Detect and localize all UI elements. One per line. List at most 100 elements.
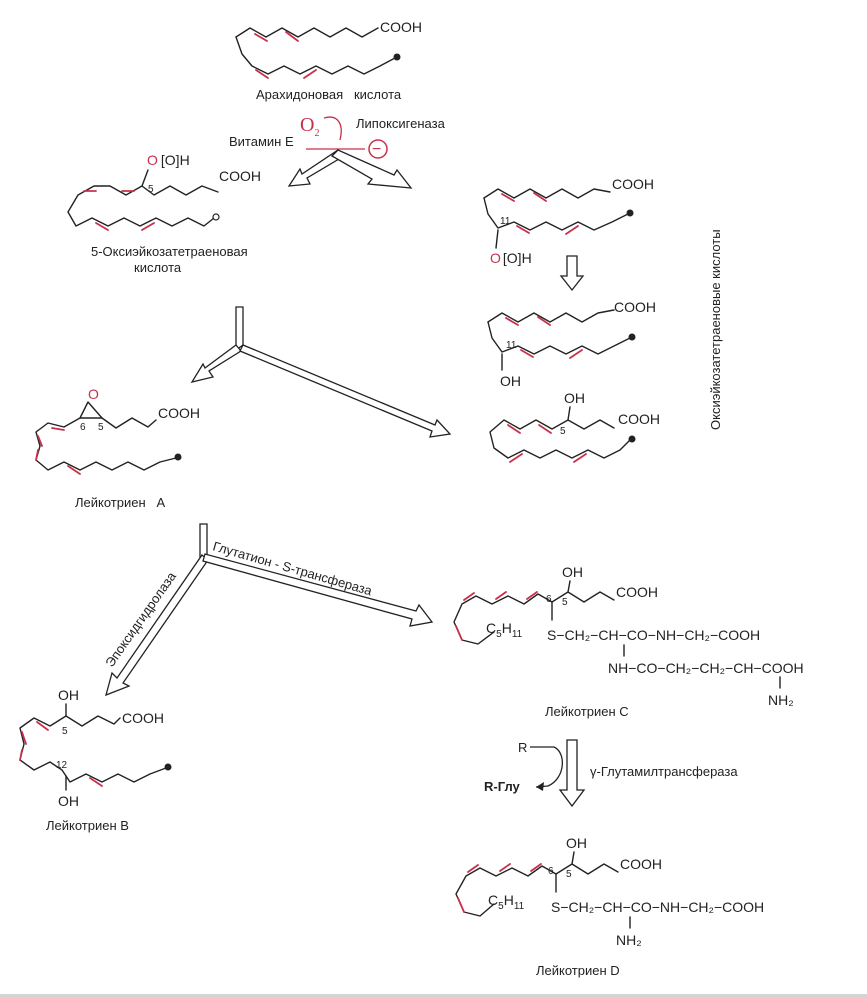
lta-cooh: COOH [158, 405, 200, 421]
r-arrowhead [536, 782, 544, 791]
ltb-oh-top: OH [58, 687, 79, 703]
11-hete: 11 OH COOH [487, 299, 656, 389]
double-bond [463, 592, 475, 601]
double-bond [255, 69, 269, 79]
lta-split-arrows: Эпоксидгидролаза Глутатион - S-трансфера… [102, 523, 434, 697]
lipoxygenase-label: Липоксигеназа [356, 116, 446, 131]
hpete11-o-label: O[O]H [490, 250, 532, 266]
lta-name: Лейкотриен A [75, 495, 165, 510]
arachidonic-cooh: COOH [380, 19, 422, 35]
hete5-chain [567, 419, 615, 430]
double-bond [21, 731, 27, 745]
split-arrow-right [330, 149, 413, 189]
hete5-locant: 5 [560, 426, 566, 437]
hpete11-top-chain [483, 188, 611, 199]
double-bond [499, 863, 511, 872]
5-hete: OH 5 COOH [489, 390, 660, 463]
double-bond [495, 591, 507, 600]
hete5-ring-chain [489, 419, 631, 459]
ltd-oh: OH [566, 835, 587, 851]
double-bond [455, 625, 463, 641]
arachidonic-top-chain [235, 27, 379, 38]
double-bond [533, 192, 547, 202]
leukotriene-d: OH 6 5 C5H11 S−CH₂−CH−CO−NH−CH₂−COOH NH₂… [455, 835, 764, 978]
double-bond [254, 33, 268, 42]
ltb-oh-bottom: OH [58, 793, 79, 809]
lta-epoxide-o: O [88, 386, 99, 402]
ltc-cooh: COOH [616, 584, 658, 600]
r-input-label: R [518, 740, 527, 755]
arachidonic-bottom-chain [235, 36, 396, 75]
double-bond [520, 349, 534, 358]
chain-end-dot [628, 435, 636, 443]
down-arrow [559, 255, 585, 292]
double-bond [19, 749, 23, 761]
chain-end-dot [393, 53, 401, 61]
ltc-locant-5: 5 [562, 597, 568, 608]
ltb-locant-12: 12 [56, 760, 68, 771]
chain-end-dot [212, 213, 220, 221]
ltd-chain-line2: NH₂ [616, 932, 642, 948]
leukotriene-c: OH 6 5 C5H11 S−CH₂−CH−CO−NH−CH₂−COOH NH−… [453, 564, 804, 719]
ltc-oh-bond [567, 580, 571, 593]
arrow-to-lta [190, 344, 242, 383]
hete11-bottom-chain [487, 321, 631, 355]
gamma-gt-label: γ-Глутамилтрансфераза [590, 764, 738, 779]
hete11-cooh: COOH [614, 299, 656, 315]
double-bond [537, 316, 551, 326]
lta-epoxide [79, 401, 103, 419]
hpete5-name-line1: 5-Оксиэйкозатетраеновая [91, 244, 248, 259]
double-bond [526, 591, 538, 600]
arrow-to-ltc [202, 553, 434, 627]
chain-end-dot [174, 453, 182, 461]
ltc-c5h11: C5H11 [486, 620, 523, 640]
11-hpete: 11 O[O]H COOH [483, 176, 654, 292]
double-bond [501, 193, 515, 202]
hpete5-split-arrows [190, 306, 452, 438]
o2-symbol: O2 [300, 114, 319, 139]
gamma-gt-step: R R-Глу γ-Глутамилтрансфераза [484, 739, 738, 808]
double-bond [516, 225, 530, 234]
double-bond [505, 317, 519, 326]
hete5-oh: OH [564, 390, 585, 406]
r-glu-label: R-Глу [484, 779, 521, 794]
double-bond [569, 349, 583, 359]
double-bond [51, 427, 65, 431]
ltd-c5h11: C5H11 [488, 892, 525, 912]
double-bond [530, 863, 542, 872]
arachidonic-name: Арахидоновая кислота [256, 87, 402, 102]
lta-locant-6: 6 [80, 422, 86, 433]
5-hpete: O[O]H 5 COOH 5-Оксиэйкозатетраеновая кис… [67, 152, 261, 275]
ltb-cooh: COOH [122, 710, 164, 726]
double-bond [457, 897, 465, 913]
ltd-cooh: COOH [620, 856, 662, 872]
chain-end-dot [626, 209, 634, 217]
minus-sign: − [372, 141, 381, 158]
double-bond [67, 465, 81, 475]
hete11-top-chain [487, 309, 615, 323]
double-bond [89, 777, 103, 787]
hete11-oh: OH [500, 373, 521, 389]
double-bond [303, 69, 317, 79]
vitamin-e-label: Витамин E [229, 134, 294, 149]
ltd-locant-5: 5 [566, 869, 572, 880]
double-bond [507, 424, 521, 434]
vertical-stem [235, 306, 244, 352]
chain-end-dot [628, 333, 636, 341]
hpete11-bottom-chain [483, 197, 629, 231]
double-bond [538, 424, 552, 434]
ltc-name: Лейкотриен C [545, 704, 629, 719]
hpete11-locant: 11 [500, 216, 511, 227]
double-bond [467, 864, 479, 873]
hpete5-locant: 5 [148, 184, 154, 195]
hpete5-ring-chain [67, 185, 215, 227]
hpete5-o-label: O[O]H [147, 152, 190, 168]
leukotriene-b: OH 5 12 OH COOH Лейкотриен В [19, 687, 172, 833]
ltb-name: Лейкотриен В [46, 818, 129, 833]
hete5-cooh: COOH [618, 411, 660, 427]
arrow-to-5-hete [239, 344, 452, 438]
ltb-acid-chain [65, 715, 121, 727]
double-bond [35, 449, 39, 461]
hpete5-name-line2: кислота [134, 260, 182, 275]
